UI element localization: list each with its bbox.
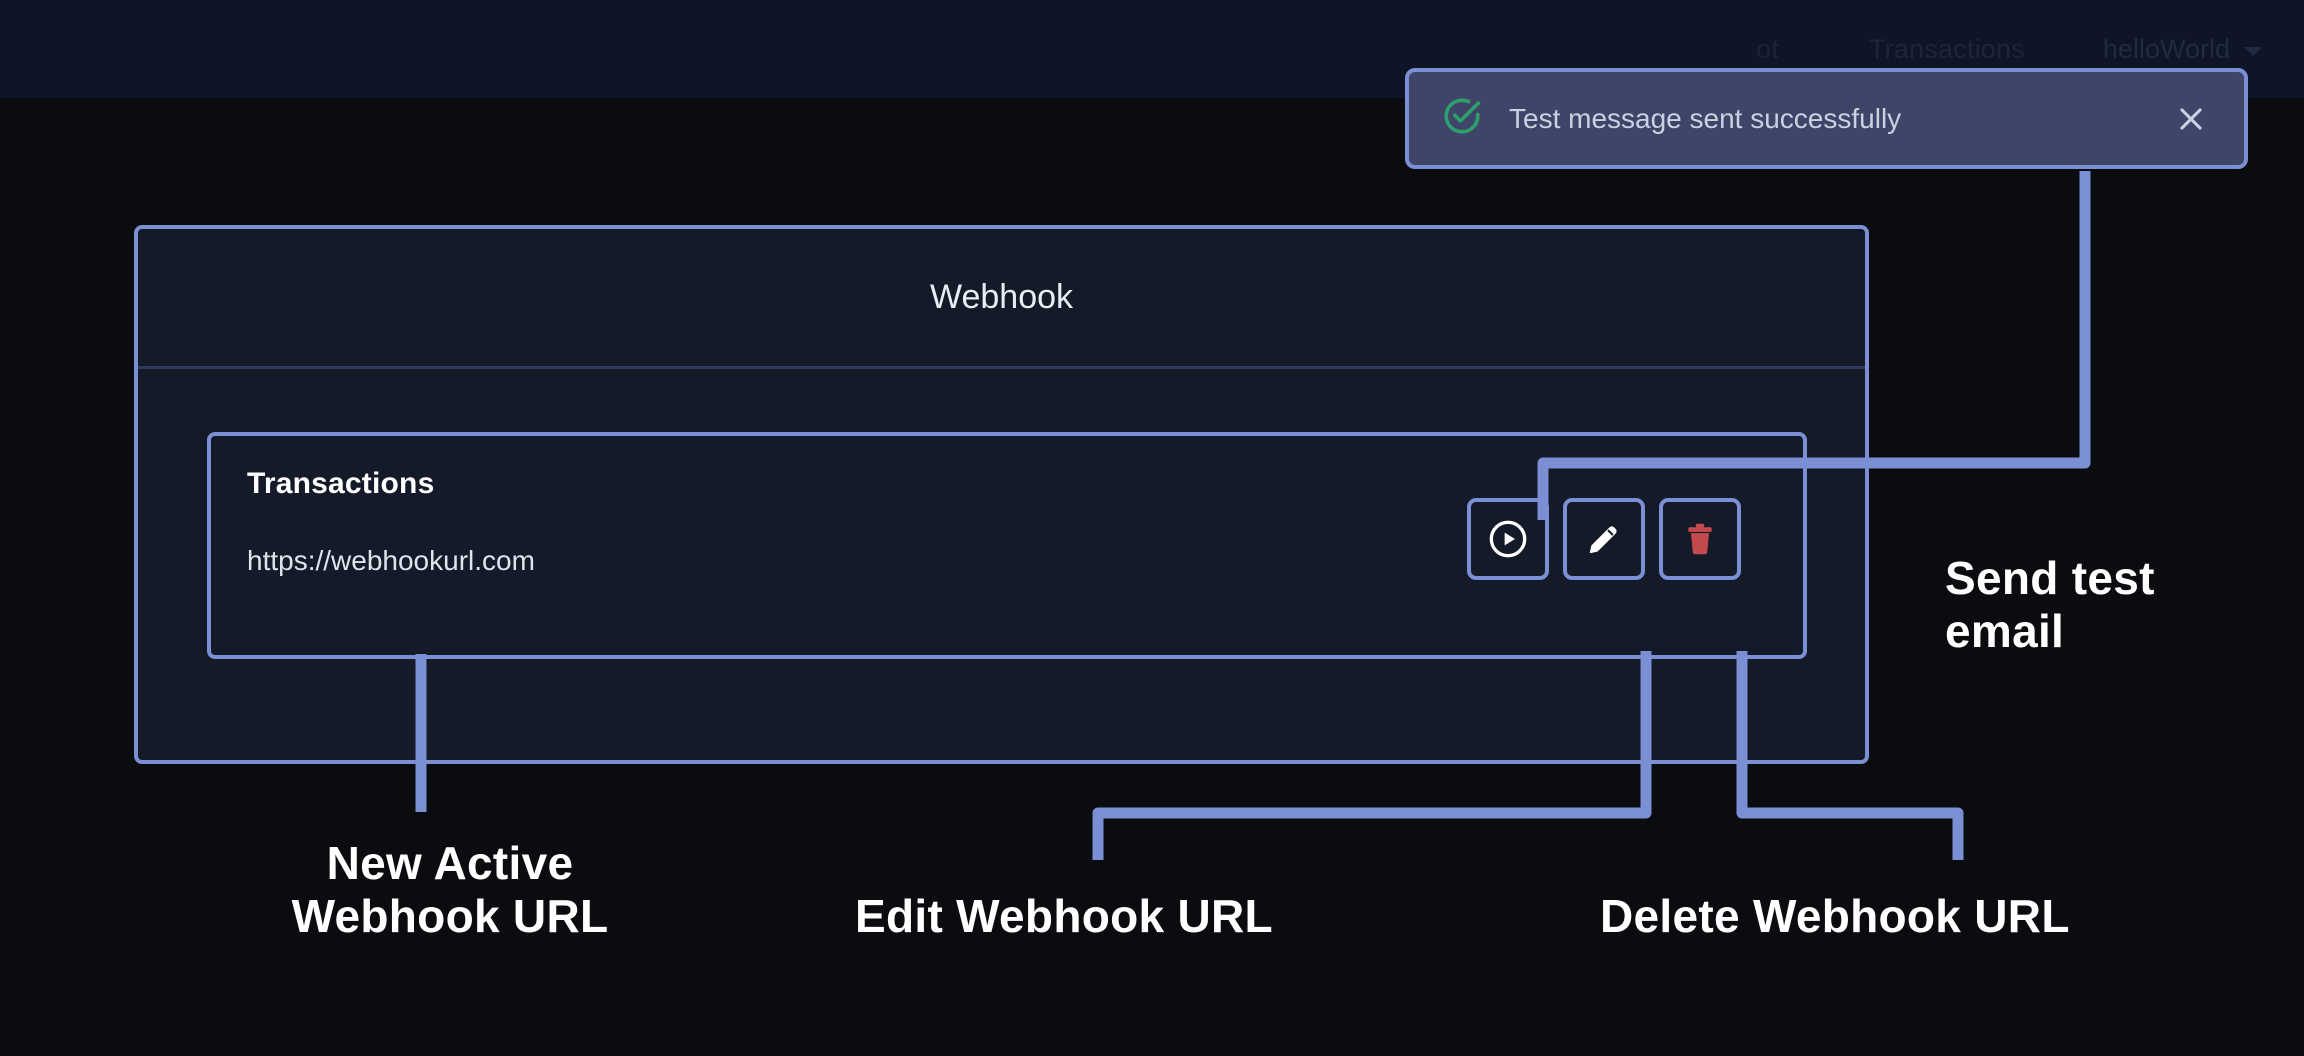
webhook-card: Webhook Transactions https://webhookurl.… <box>134 225 1869 764</box>
nav-item-ot[interactable]: ot <box>1756 33 1779 64</box>
play-circle-icon <box>1488 519 1528 559</box>
toast-notification: Test message sent successfully <box>1405 68 2248 169</box>
nav-user-label: helloWorld <box>2102 33 2230 64</box>
close-icon[interactable] <box>2164 96 2218 142</box>
check-circle-icon <box>1441 95 1483 142</box>
pencil-icon <box>1584 519 1624 559</box>
webhook-card-body: Transactions https://webhookurl.com <box>138 369 1865 659</box>
annotation-delete-webhook-url: Delete Webhook URL <box>1600 890 2070 942</box>
nav-user-menu[interactable]: helloWorld <box>2069 34 2262 65</box>
webhook-list-item[interactable]: Transactions https://webhookurl.com <box>207 432 1807 659</box>
webhook-name: Transactions <box>247 467 435 500</box>
annotation-line-2: email <box>1945 605 2065 658</box>
page-title: Webhook <box>929 278 1074 316</box>
annotation-line-1: Send test <box>1945 552 2155 604</box>
toast-message: Test message sent successfully <box>1509 102 1902 134</box>
delete-button[interactable] <box>1659 498 1741 580</box>
annotation-line-1: New Active <box>326 837 574 889</box>
annotation-edit-webhook-url: Edit Webhook URL <box>855 890 1273 942</box>
annotation-new-active-webhook-url: New Active Webhook URL <box>240 837 660 944</box>
webhook-card-header: Webhook <box>138 229 1865 369</box>
trash-icon <box>1681 520 1719 558</box>
top-navbar: ot Transactions helloWorld <box>0 0 2304 98</box>
nav-item-transactions[interactable]: Transactions <box>1868 33 2025 64</box>
webhook-url: https://webhookurl.com <box>247 545 535 576</box>
send-test-button[interactable] <box>1467 498 1549 580</box>
webhook-row-actions <box>1467 498 1741 580</box>
chevron-down-icon <box>2244 46 2262 56</box>
annotation-send-test-email: Send test email <box>1945 552 2245 659</box>
annotation-line-2: Webhook URL <box>291 890 609 943</box>
edit-button[interactable] <box>1563 498 1645 580</box>
